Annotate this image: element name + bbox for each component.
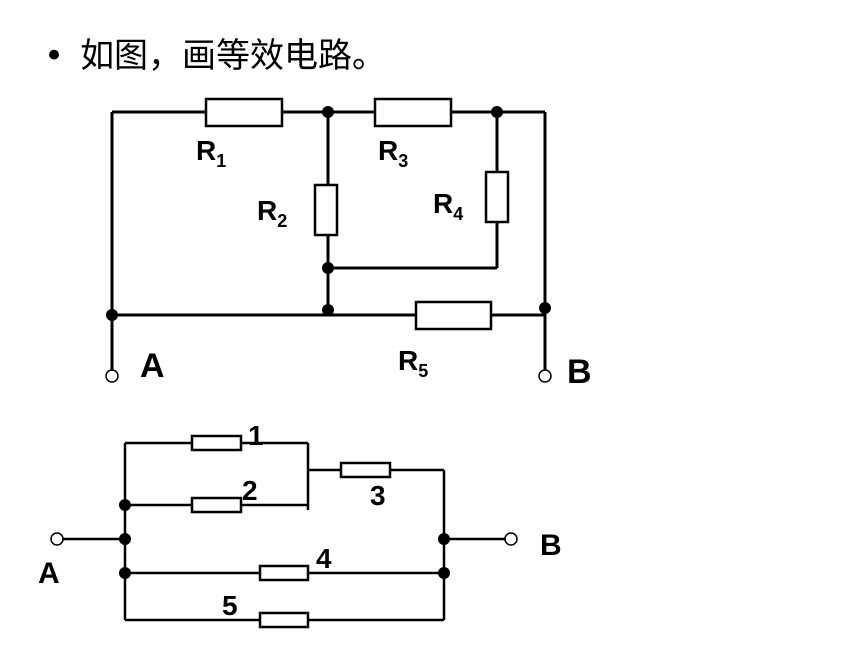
resistor-4 — [258, 564, 310, 582]
resistor-1 — [190, 434, 243, 452]
bullet-point: • — [44, 36, 65, 76]
resistor-r2 — [313, 183, 339, 237]
junction-dot — [491, 106, 503, 118]
junction-dot — [438, 567, 450, 579]
junction-dot — [106, 309, 118, 321]
label-r5: R5 — [398, 345, 428, 381]
equivalent-circuit: 1 2 3 4 5 A B — [38, 420, 562, 629]
terminal-a — [105, 369, 119, 383]
original-wires — [110, 110, 547, 376]
resistor-r1 — [204, 97, 284, 128]
resistor-2 — [190, 496, 243, 514]
resistor-r4 — [484, 170, 510, 224]
label-terminal-a: A — [140, 347, 165, 385]
resistor-r5 — [414, 300, 493, 331]
label-resistor-3: 3 — [370, 480, 386, 511]
terminal-b — [504, 532, 518, 546]
junction-dot — [119, 533, 131, 545]
original-circuit: R1 R3 R2 R4 R5 A B — [105, 97, 592, 391]
label-resistor-1: 1 — [248, 420, 264, 451]
junction-dot — [438, 533, 450, 545]
label-r2: R2 — [257, 195, 287, 231]
resistor-3 — [339, 461, 392, 479]
title-text: 如图，画等效电路。 — [80, 36, 387, 76]
junction-dot — [322, 304, 334, 316]
label-r3: R3 — [378, 135, 408, 171]
junction-dot — [322, 262, 334, 274]
junction-dot — [119, 567, 131, 579]
junction-dot — [119, 499, 131, 511]
label-r1: R1 — [196, 135, 226, 171]
resistor-5 — [258, 611, 310, 629]
terminal-b — [538, 369, 552, 383]
label-resistor-5: 5 — [222, 590, 238, 621]
label-resistor-2: 2 — [242, 475, 258, 506]
label-terminal-b: B — [540, 529, 562, 562]
label-r4: R4 — [433, 188, 463, 224]
terminal-a — [50, 532, 64, 546]
equivalent-wires — [57, 441, 511, 622]
label-terminal-a: A — [38, 557, 60, 590]
slide-title: • 如图，画等效电路。 — [44, 28, 386, 77]
junction-dot — [539, 302, 551, 314]
junction-dot — [322, 106, 334, 118]
resistor-r3 — [373, 97, 453, 128]
label-resistor-4: 4 — [316, 543, 332, 574]
label-terminal-b: B — [567, 353, 592, 391]
